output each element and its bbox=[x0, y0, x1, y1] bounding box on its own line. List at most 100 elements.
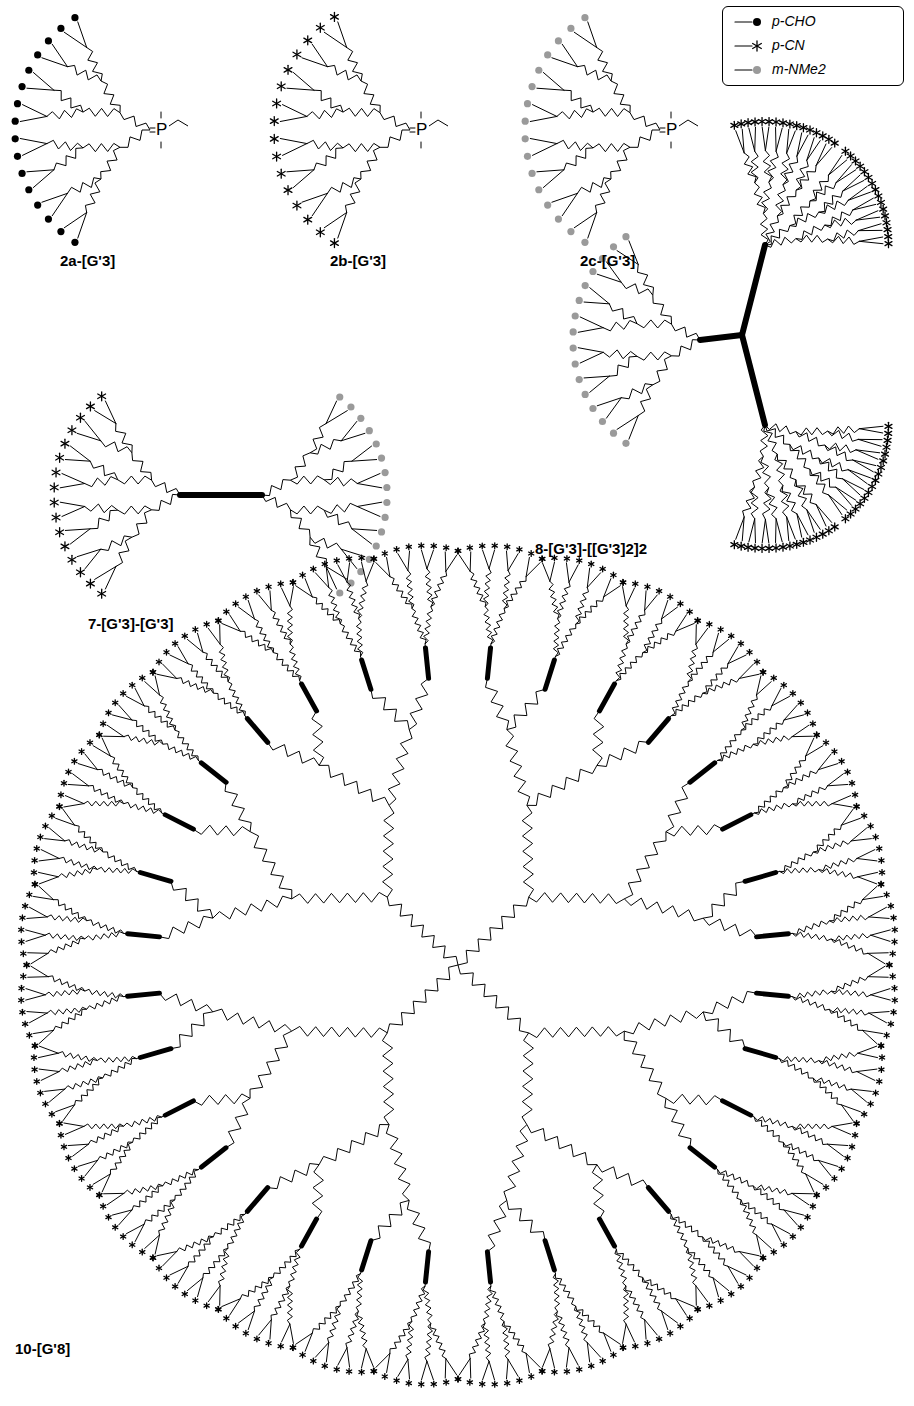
cn-end-group bbox=[224, 1317, 229, 1320]
zigzag-branch bbox=[796, 235, 828, 242]
terminal-branch bbox=[797, 514, 802, 537]
cho-end-group bbox=[57, 228, 64, 235]
cn-end-group bbox=[371, 557, 376, 560]
cn-end-group bbox=[873, 1091, 878, 1094]
zigzag-branch bbox=[813, 1078, 841, 1105]
cn-end-group bbox=[32, 883, 37, 886]
bond-line bbox=[554, 656, 555, 660]
cn-end-group bbox=[892, 999, 897, 1002]
zigzag-branch bbox=[783, 1142, 805, 1174]
cho-end-group bbox=[25, 186, 32, 193]
zigzag-branch bbox=[553, 619, 559, 657]
zigzag-branch bbox=[159, 993, 212, 1012]
cn-end-group bbox=[729, 634, 734, 637]
cn-end-group bbox=[182, 634, 187, 637]
zigzag-branch bbox=[175, 730, 198, 760]
cn-end-group bbox=[480, 545, 485, 548]
terminal-branch bbox=[856, 450, 878, 459]
cn-end-group bbox=[140, 1251, 145, 1254]
cn-end-group bbox=[879, 1044, 884, 1047]
cn-end-group bbox=[892, 940, 897, 943]
linker-bar bbox=[301, 684, 316, 711]
cn-end-group bbox=[891, 1011, 896, 1014]
cn-end-group bbox=[164, 1276, 169, 1279]
zigzag-branch bbox=[470, 571, 486, 606]
cn-end-group bbox=[61, 1145, 66, 1148]
zigzag-branch bbox=[760, 425, 768, 456]
bond-line bbox=[136, 871, 140, 872]
cn-end-group bbox=[875, 472, 882, 476]
cn-end-group bbox=[467, 546, 472, 549]
terminal-branch bbox=[28, 976, 48, 978]
cn-end-group bbox=[173, 1285, 178, 1288]
cn-end-group bbox=[173, 642, 178, 645]
vinyl-group bbox=[679, 120, 698, 126]
cn-end-group bbox=[266, 1342, 271, 1345]
terminal-branch bbox=[270, 591, 271, 610]
zigzag-branch bbox=[380, 130, 410, 147]
zigzag-branch bbox=[630, 113, 660, 130]
cn-end-group bbox=[695, 619, 700, 622]
cn-end-group bbox=[849, 1145, 854, 1148]
zigzag-branch bbox=[753, 456, 764, 487]
terminal-branch bbox=[853, 198, 874, 210]
linker-bar bbox=[425, 648, 428, 679]
terminal-branch bbox=[39, 886, 54, 899]
terminal-branch bbox=[543, 1349, 550, 1367]
terminal-branch bbox=[851, 839, 871, 841]
zigzag-branch bbox=[307, 109, 343, 119]
zigzag-branch bbox=[621, 282, 653, 295]
terminal-branch bbox=[597, 398, 621, 406]
terminal-branch bbox=[387, 557, 390, 576]
cn-end-group bbox=[687, 610, 692, 613]
cn-end-group bbox=[444, 1381, 449, 1384]
terminal-branch bbox=[282, 1324, 290, 1342]
cn-end-group bbox=[266, 585, 271, 588]
terminal-branch bbox=[126, 1224, 144, 1234]
linker-bar bbox=[545, 1241, 554, 1270]
zigzag-branch bbox=[90, 461, 118, 480]
cn-end-group bbox=[842, 149, 849, 153]
cn-end-group bbox=[193, 1299, 198, 1302]
terminal-branch bbox=[859, 237, 882, 241]
nme2-end-group bbox=[581, 14, 588, 21]
cn-end-group bbox=[890, 952, 895, 955]
terminal-branch bbox=[341, 433, 365, 440]
cn-end-group bbox=[61, 544, 69, 549]
zigzag-branch bbox=[273, 1249, 299, 1277]
cn-end-group bbox=[293, 52, 301, 57]
cn-end-group bbox=[875, 472, 882, 476]
cn-end-group bbox=[346, 1370, 351, 1373]
terminal-branch bbox=[95, 566, 116, 579]
terminal-branch bbox=[843, 479, 864, 490]
cn-end-group bbox=[540, 1370, 545, 1373]
cn-end-group bbox=[852, 1134, 857, 1137]
linker-bar bbox=[757, 934, 789, 937]
dendron bbox=[522, 14, 698, 246]
methyl-bond bbox=[421, 142, 422, 148]
terminal-branch bbox=[398, 1359, 408, 1376]
zigzag-branch bbox=[345, 179, 361, 213]
linker-bar bbox=[140, 1049, 171, 1058]
cn-end-group bbox=[800, 126, 807, 130]
cn-end-group bbox=[87, 581, 95, 586]
terminal-branch bbox=[832, 796, 851, 804]
cn-end-group bbox=[505, 1382, 510, 1385]
cn-end-group bbox=[823, 1186, 828, 1189]
cn-end-group bbox=[467, 1381, 472, 1384]
cn-end-group bbox=[589, 1364, 594, 1367]
linker-bar bbox=[362, 1241, 371, 1270]
double-bond bbox=[410, 128, 415, 129]
terminal-branch bbox=[587, 573, 600, 588]
zigzag-branch bbox=[783, 770, 818, 788]
cn-end-group bbox=[224, 610, 229, 613]
terminal-branch bbox=[857, 1072, 875, 1081]
cn-end-group bbox=[810, 1205, 815, 1208]
zigzag-branch bbox=[504, 577, 526, 609]
zigzag-branch bbox=[548, 1311, 558, 1348]
cn-end-group bbox=[759, 120, 766, 124]
cn-end-group bbox=[87, 741, 92, 744]
cn-end-group bbox=[600, 1360, 605, 1363]
nme2-end-group bbox=[535, 186, 542, 193]
cn-end-group bbox=[883, 445, 890, 449]
